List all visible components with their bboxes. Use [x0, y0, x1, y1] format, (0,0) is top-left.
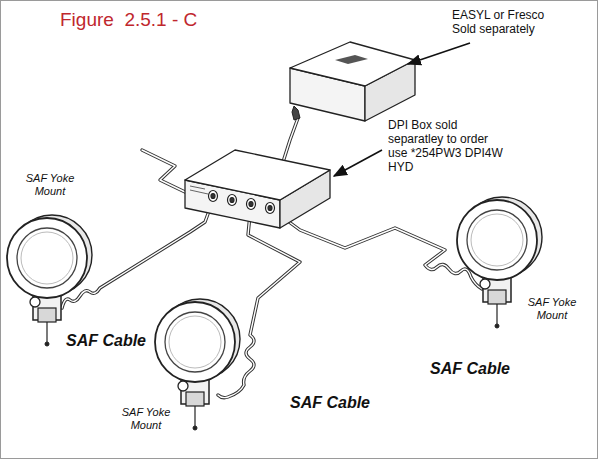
callout-note: DPI Box sold separatley to order use *25…	[388, 118, 506, 174]
callout-arrow	[334, 150, 382, 176]
cable-label: SAF Cable	[290, 394, 370, 412]
figure-title: Figure 2.5.1 - C	[60, 9, 197, 31]
callout-arrow	[408, 43, 470, 64]
cable-label: SAF Cable	[430, 360, 510, 378]
saf-lamp	[7, 215, 92, 346]
part-label: SAF Yoke Mount	[116, 406, 176, 432]
part-label: SAF Yoke Mount	[18, 172, 82, 198]
cable-label: SAF Cable	[66, 332, 146, 350]
dpi-box	[185, 150, 330, 228]
callout-note: EASYL or Fresco Sold separately	[452, 8, 564, 36]
controller-box	[290, 42, 415, 121]
part-label: SAF Yoke Mount	[520, 296, 584, 322]
saf-lamp	[457, 197, 542, 328]
